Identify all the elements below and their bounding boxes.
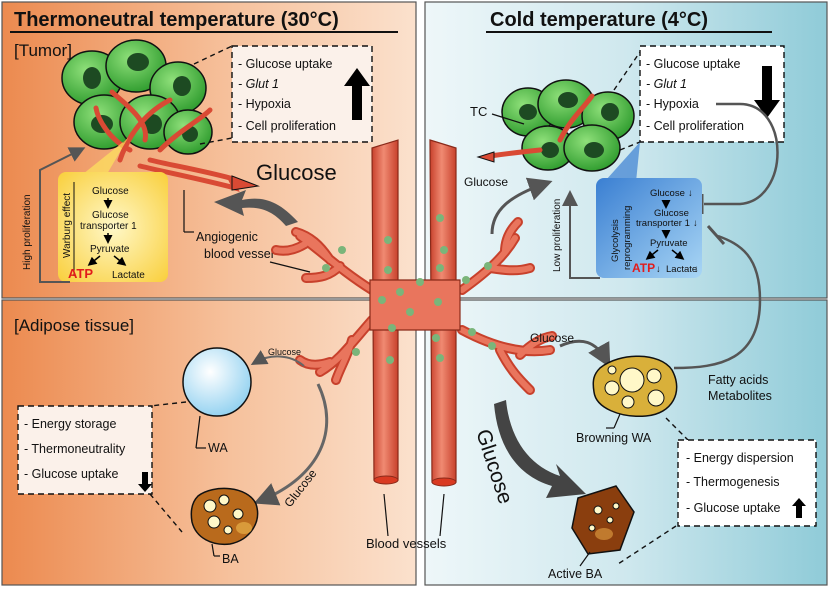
up-small-arrow-icon xyxy=(792,498,806,518)
left-box-item-1: - Glucose uptake xyxy=(238,57,333,71)
glucose-to-tumor-arrow xyxy=(214,190,298,226)
ba-label: BA xyxy=(222,552,239,566)
glucose-to-tc-arrow xyxy=(490,177,553,235)
left-adipose-item-2: - Thermoneutrality xyxy=(24,442,126,456)
right-box-item-1: - Glucose uptake xyxy=(646,57,741,71)
fatty-acid-inhibition-line xyxy=(673,234,762,370)
active-brown-adipocyte xyxy=(571,485,635,555)
tc-label: TC xyxy=(470,104,487,119)
glycolysis-transporter-1: Glucose xyxy=(654,208,689,219)
warburg-effect-box xyxy=(58,172,168,282)
left-box-item-3: - Hypoxia xyxy=(238,97,291,111)
white-adipocyte xyxy=(182,347,252,417)
metabolites-label: Metabolites xyxy=(708,389,772,403)
glycolysis-glucose: Glucose xyxy=(650,188,685,199)
blood-vessels xyxy=(271,139,557,487)
glucose-big-left-label: Glucose xyxy=(256,160,337,185)
angiogenic-label-2: blood vessel xyxy=(204,247,274,261)
glycolysis-lactate-down: ↓ xyxy=(694,264,699,275)
low-proliferation-arrow xyxy=(562,190,600,279)
left-box-item-2: - Glut 1 xyxy=(238,77,279,91)
glucose-small-right-label: Glucose xyxy=(464,175,508,189)
glycolysis-atp: ATP xyxy=(632,261,655,275)
right-adipose-item-3: - Glucose uptake xyxy=(686,501,781,515)
angiogenic-label-1: Angiogenic xyxy=(196,230,258,244)
left-panel-title: Thermoneutral temperature (30°C) xyxy=(14,9,339,31)
glycolysis-side-label-2: reprogramming xyxy=(622,206,633,270)
warburg-atp: ATP xyxy=(68,266,93,281)
left-callout-line-bottom xyxy=(199,137,233,145)
left-adipose-item-3: - Glucose uptake xyxy=(24,467,119,481)
glucose-to-browning-arrow xyxy=(559,339,611,368)
right-adipose-item-1: - Energy dispersion xyxy=(686,451,794,465)
adipose-section-label: [Adipose tissue] xyxy=(14,316,134,335)
left-tumor-cell-cluster xyxy=(61,39,260,192)
right-adipose-effects-box xyxy=(677,439,817,527)
right-panel-title: Cold temperature (4°C) xyxy=(490,9,708,31)
fatty-acids-label: Fatty acids xyxy=(708,373,768,387)
browning-white-adipocyte xyxy=(592,355,678,417)
glycolysis-lactate: Lactate xyxy=(666,264,697,275)
right-box-item-2: - Glut 1 xyxy=(646,77,687,91)
right-box-item-4: - Cell proliferation xyxy=(646,119,744,133)
glucose-browning-label: Glucose xyxy=(530,331,574,345)
glucose-to-wa-arrow xyxy=(250,350,305,367)
wa-label: WA xyxy=(208,441,228,455)
warburg-lactate: Lactate xyxy=(112,270,145,281)
glycolysis-glucose-down: ↓ xyxy=(688,188,693,199)
right-adipose-item-2: - Thermogenesis xyxy=(686,475,780,489)
blood-vessels-label: Blood vessels xyxy=(366,536,447,551)
high-proliferation-arrow xyxy=(39,147,86,283)
left-adipose-effects-box xyxy=(17,405,153,495)
glycolysis-side-label-1: Glycolysis xyxy=(610,219,621,262)
right-tumor-cell-cluster xyxy=(476,79,635,172)
warburg-side-label: Warburg effect xyxy=(62,193,73,258)
active-ba-label: Active BA xyxy=(548,567,603,581)
high-proliferation-label: High proliferation xyxy=(22,194,33,270)
left-adipose-item-1: - Energy storage xyxy=(24,417,116,431)
warburg-transporter-2: transporter 1 xyxy=(80,221,137,232)
warburg-glucose: Glucose xyxy=(92,186,129,197)
down-small-arrow-icon xyxy=(138,472,152,492)
glycolysis-transporter-down: ↓ xyxy=(693,218,698,229)
left-box-item-4: - Cell proliferation xyxy=(238,119,336,133)
left-tumor-effects-box xyxy=(231,45,373,143)
tumor-section-label: [Tumor] xyxy=(14,41,72,60)
down-arrow-icon xyxy=(754,66,780,118)
up-arrow-icon xyxy=(344,68,370,120)
glucose-wa-label: Glucose xyxy=(268,347,301,357)
glycolysis-transporter-2: transporter 1 xyxy=(636,218,690,229)
glucose-to-ba-arrow xyxy=(253,383,329,506)
brown-adipocyte xyxy=(190,487,259,546)
right-tumor-effects-box xyxy=(639,45,785,143)
low-proliferation-label: Low proliferation xyxy=(552,199,563,272)
glycolysis-pointer xyxy=(606,142,640,182)
right-box-item-3: - Hypoxia xyxy=(646,97,699,111)
glycolysis-pyruvate: Pyruvate xyxy=(650,238,688,249)
glucose-to-active-ba-arrow xyxy=(494,400,586,498)
hypoxia-inhibition-line xyxy=(704,102,779,206)
warburg-transporter-1: Glucose xyxy=(92,210,129,221)
browning-wa-label: Browning WA xyxy=(576,431,652,445)
glycolysis-atp-down: ↓ xyxy=(656,264,661,275)
left-callout-line-top xyxy=(193,45,233,65)
warburg-pyruvate: Pyruvate xyxy=(90,244,130,255)
